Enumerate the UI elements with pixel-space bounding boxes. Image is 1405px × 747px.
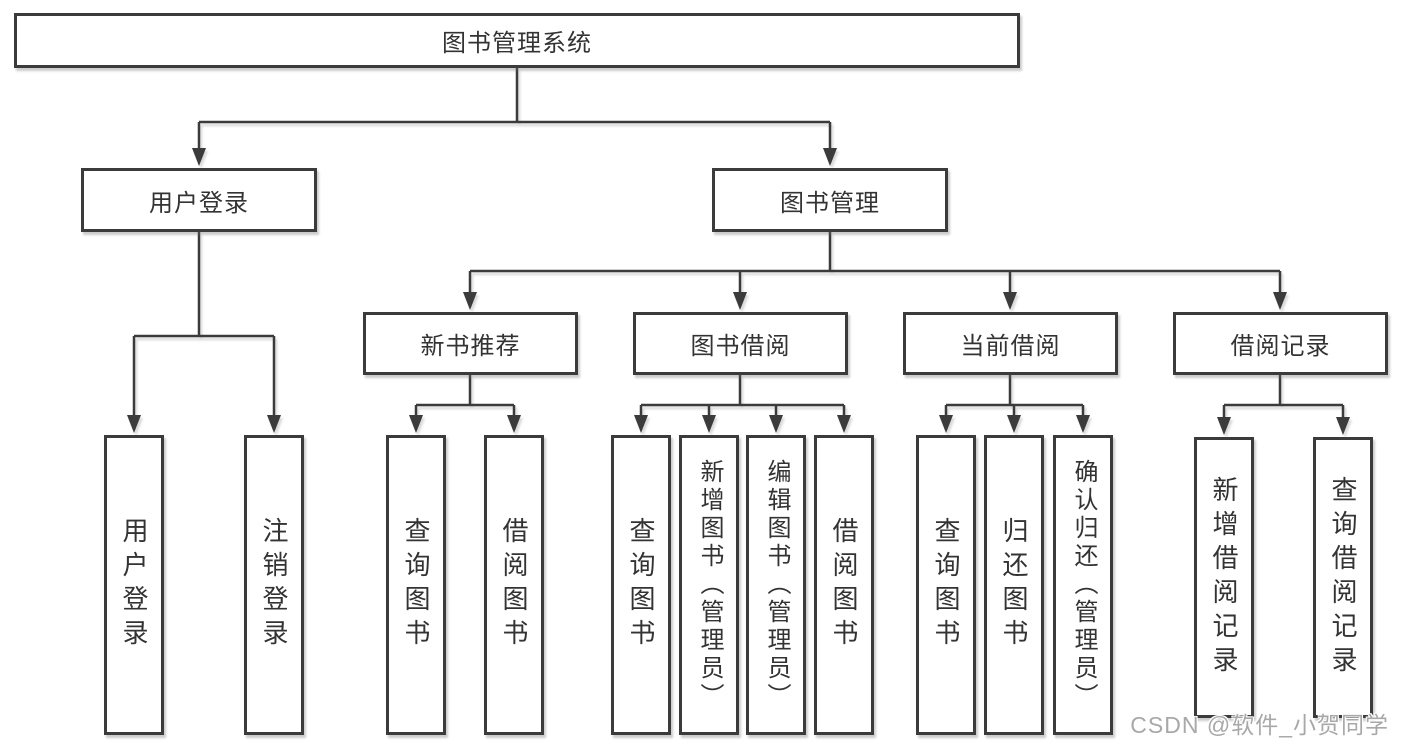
connector-borrow-fork: [639, 375, 846, 415]
connector-records-fork: [1222, 375, 1345, 417]
node-label: 新书推荐: [420, 333, 521, 360]
node-login-action: 用户登录: [104, 435, 164, 735]
node-logout-action: 注销登录: [244, 435, 304, 735]
node-current-return: 归还图书: [984, 435, 1044, 735]
watermark: CSDN @软件_小贺同学: [1130, 712, 1389, 738]
connector-current-fork: [944, 375, 1085, 415]
connector-management-fork: [468, 232, 1282, 292]
node-label: 查询借阅记录: [1328, 475, 1358, 680]
node-record-add: 新增借阅记录: [1194, 437, 1254, 718]
connector-newbooks-fork: [414, 375, 516, 415]
node-label: 用户登录: [119, 517, 149, 653]
node-borrow-borrow: 借阅图书: [814, 435, 874, 735]
node-book-borrow: 图书借阅: [633, 312, 848, 375]
node-label: 归还图书: [999, 517, 1029, 653]
node-label: 借阅图书: [829, 517, 859, 653]
node-label: 查询图书: [401, 517, 431, 653]
node-label: 注销登录: [259, 517, 289, 653]
node-label: 查询图书: [931, 517, 961, 653]
node-label: 用户登录: [149, 189, 249, 217]
node-borrow-records: 借阅记录: [1173, 312, 1388, 375]
node-label: 借阅图书: [499, 517, 529, 653]
node-label: 图书管理: [780, 189, 880, 217]
arrowheads: [127, 148, 1350, 435]
node-user-login: 用户登录: [81, 168, 317, 232]
node-current-borrow: 当前借阅: [903, 312, 1118, 375]
node-system-root: 图书管理系统: [14, 13, 1020, 68]
node-borrow-add-admin: 新增图书（管理员）: [679, 435, 739, 735]
node-new-book-recommend: 新书推荐: [363, 312, 578, 375]
node-label: 借阅记录: [1230, 333, 1331, 360]
node-label: 图书管理系统: [442, 30, 592, 57]
node-label: 新增借阅记录: [1209, 475, 1239, 680]
node-label: 编辑图书（管理员）: [763, 459, 790, 711]
node-borrow-query: 查询图书: [611, 435, 671, 735]
connector-login-fork: [132, 232, 276, 415]
connector-root-fork: [197, 68, 832, 150]
node-book-management: 图书管理: [712, 168, 948, 232]
node-current-confirm-admin: 确认归还（管理员）: [1053, 435, 1113, 735]
node-borrow-edit-admin: 编辑图书（管理员）: [746, 435, 806, 735]
node-label: 新增图书（管理员）: [696, 459, 723, 711]
node-record-query: 查询借阅记录: [1313, 437, 1373, 718]
node-newbook-borrow: 借阅图书: [484, 435, 544, 735]
node-label: 当前借阅: [960, 333, 1061, 360]
node-label: 图书借阅: [690, 333, 791, 360]
node-current-query: 查询图书: [916, 435, 976, 735]
node-label: 确认归还（管理员）: [1070, 459, 1097, 711]
node-label: 查询图书: [626, 517, 656, 653]
node-newbook-query: 查询图书: [386, 435, 446, 735]
